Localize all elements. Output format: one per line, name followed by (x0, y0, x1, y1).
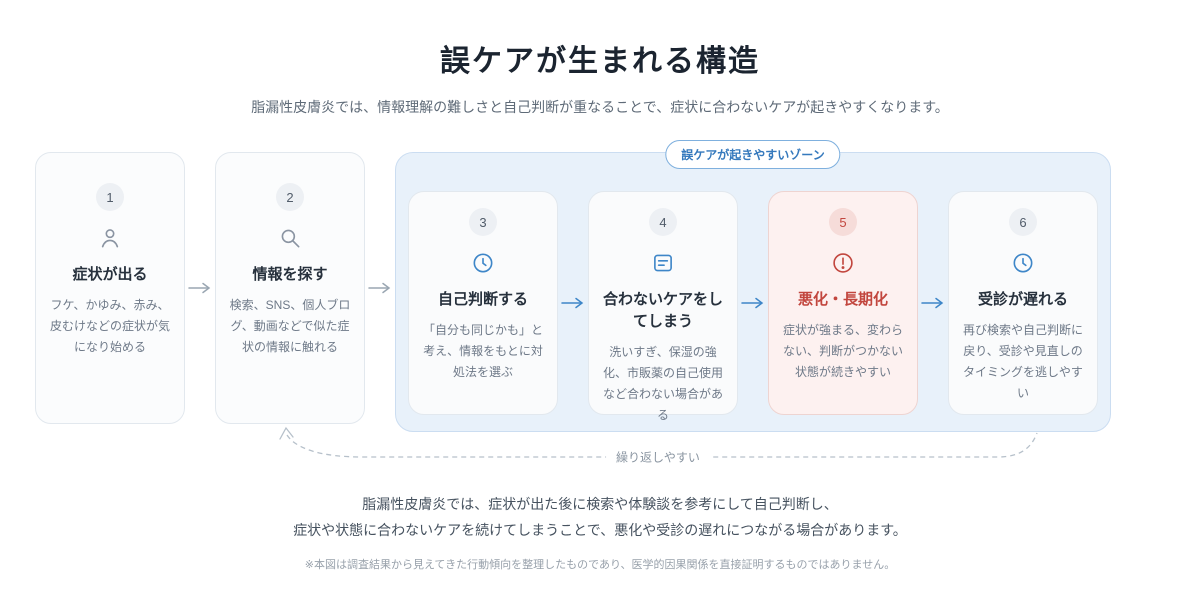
summary-line-2: 症状や状態に合わないケアを続けてしまうことで、悪化や受診の遅れにつながる場合があ… (293, 521, 907, 538)
alert-icon (830, 250, 856, 276)
step-number-badge: 2 (276, 183, 304, 211)
disclaimer-text: ※本図は調査結果から見えてきた行動傾向を整理したものであり、医学的因果関係を直接… (304, 559, 896, 571)
page-subtitle: 脂漏性皮膚炎では、情報理解の難しさと自己判断が重なることで、症状に合わないケアが… (251, 99, 949, 115)
step-number-badge: 5 (829, 208, 857, 236)
step-number-badge: 4 (649, 208, 677, 236)
step-title: 情報を探す (252, 266, 328, 283)
risk-zone-label: 誤ケアが起きやすいゾーン (665, 140, 841, 169)
step-title: 症状が出る (72, 266, 148, 283)
step-description: 再び検索や自己判断に戻り、受診や見直しのタイミングを逃しやすい (962, 322, 1083, 400)
step-description: 洗いすぎ、保湿の強化、市販薬の自己使用など合わない場合がある (602, 344, 723, 422)
step-description: 検索、SNS、個人ブログ、動画などで似た症状の情報に触れる (229, 297, 351, 354)
search-icon (277, 225, 303, 251)
step-number-badge: 1 (96, 183, 124, 211)
step-card-symptoms: 1 症状が出る フケ、かゆみ、赤み、皮むけなどの症状が気になり始める (35, 152, 185, 424)
step-card-worsening: 5 悪化・長期化 症状が強まる、変わらない、判断がつかない状態が続きやすい (768, 191, 918, 415)
step-number-badge: 6 (1009, 208, 1037, 236)
flow-diagram: 1 症状が出る フケ、かゆみ、赤み、皮むけなどの症状が気になり始める 2 (35, 140, 1111, 432)
step-card-search: 2 情報を探す 検索、SNS、個人ブログ、動画などで似た症状の情報に触れる (215, 152, 365, 424)
arrow-right-icon (738, 191, 768, 415)
arrow-right-icon (185, 152, 215, 424)
step-description: 「自分も同じかも」と考え、情報をもとに対処法を選ぶ (422, 322, 543, 379)
step-title: 悪化・長期化 (797, 291, 888, 308)
arrow-right-icon (558, 191, 588, 415)
summary-line-1: 脂漏性皮膚炎では、症状が出た後に検索や体験談を参考にして自己判断し、 (362, 496, 838, 512)
document-icon (650, 250, 676, 276)
step-description: 症状が強まる、変わらない、判断がつかない状態が続きやすい (782, 322, 903, 379)
summary-text: 脂漏性皮膚炎では、症状が出た後に検索や体験談を参考にして自己判断し、 症状や状態… (0, 492, 1200, 544)
risk-zone: 誤ケアが起きやすいゾーン 3 自己判断する 「自分も同じかも」と考え、情報をもと… (395, 140, 1111, 432)
arrow-right-icon (918, 191, 948, 415)
step-card-delayed-visit: 6 受診が遅れる 再び検索や自己判断に戻り、受診や見直しのタイミングを逃しやすい (948, 191, 1098, 415)
step-description: フケ、かゆみ、赤み、皮むけなどの症状が気になり始める (49, 297, 170, 354)
person-icon (97, 225, 123, 251)
clock-icon (470, 250, 496, 276)
step-card-self-judge: 3 自己判断する 「自分も同じかも」と考え、情報をもとに対処法を選ぶ (408, 191, 558, 415)
arrow-right-icon (365, 152, 395, 424)
step-title: 受診が遅れる (977, 291, 1068, 308)
step-title: 合わないケアをしてしまう (602, 291, 723, 330)
step-number-badge: 3 (469, 208, 497, 236)
clock-icon (1010, 250, 1036, 276)
step-title: 自己判断する (437, 291, 528, 308)
step-card-wrong-care: 4 合わないケアをしてしまう 洗いすぎ、保湿の強化、市販薬の自己使用など合わない… (588, 191, 738, 422)
page-title: 誤ケアが生まれる構造 (440, 45, 760, 78)
repeat-loop-label: 繰り返しやすい (606, 448, 710, 466)
